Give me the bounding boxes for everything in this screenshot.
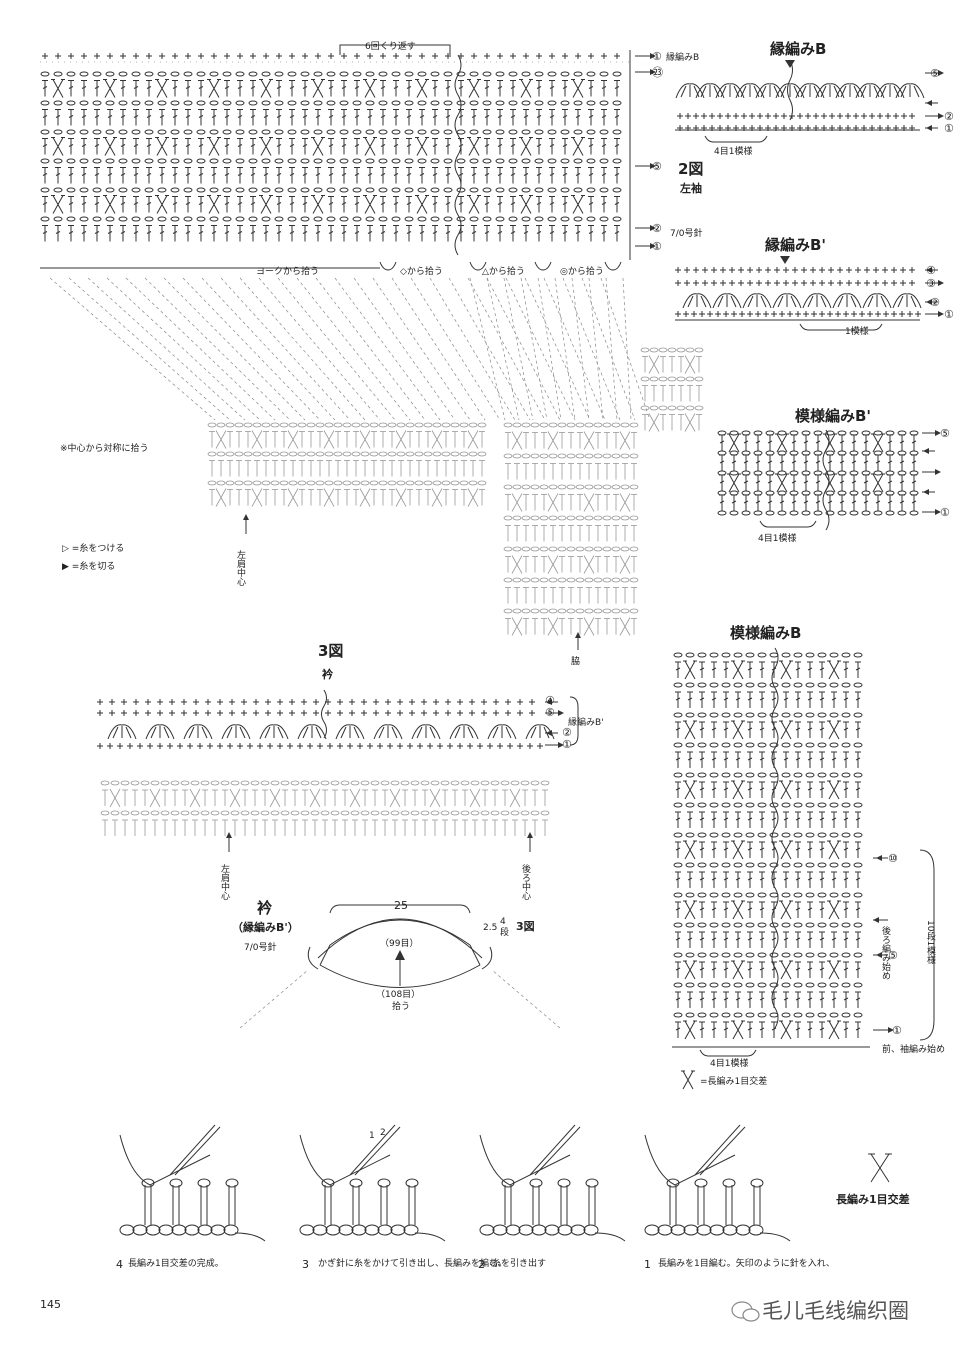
collar-pick: 拾う: [392, 1000, 410, 1012]
step1-num: 1: [644, 1258, 651, 1271]
collar-edge-label: 縁編みB': [568, 716, 604, 728]
wechat-icon: [731, 1301, 760, 1322]
step3-arrow1: 1: [369, 1131, 375, 1141]
edge-b-r1: ①: [944, 122, 954, 135]
pat-b-repeat-rows: 10段1模様: [925, 920, 936, 964]
center-note: ※中心から対称に拾う: [60, 442, 149, 454]
edge-b-chart: [675, 59, 944, 143]
collar-r5: ⑤: [545, 706, 555, 719]
collar-depth: 2.5: [483, 923, 497, 933]
left-shoulder-1: 左肩中心: [235, 549, 246, 586]
edge-b-prime-chart: [674, 256, 944, 331]
pick-triangle: △から拾う: [482, 265, 525, 277]
cut-note: ▶ =糸を切る: [62, 560, 115, 572]
step4-num: 4: [116, 1258, 123, 1271]
page-number: 145: [40, 1298, 61, 1311]
collar-fig-ref: 3図: [516, 919, 535, 933]
edge-bp-r4: ④: [926, 264, 936, 277]
pattern-b-chart: [672, 647, 935, 1090]
needle-size: 7/0号針: [670, 227, 703, 239]
pat-bp-r5: ⑤: [940, 427, 950, 440]
edge-b-r5: ⑤: [930, 67, 940, 80]
pattern-b-prime-title: 模様編みB': [795, 407, 871, 425]
pat-b-r5: ⑤: [888, 949, 898, 962]
collar-rows-unit: 段: [500, 926, 509, 938]
collar-r4: ④: [545, 694, 555, 707]
pat-b-front-start: 前、袖編み始め: [882, 1043, 945, 1055]
row23: ㉓: [652, 66, 663, 79]
repeat-label: 6回くり返す: [365, 40, 416, 52]
collar-r2: ②: [562, 726, 572, 739]
pattern-b-title: 模様編みB: [730, 624, 801, 642]
attach-note: ▷ =糸をつける: [62, 542, 124, 554]
watermark: 毛儿毛线编织圈: [762, 1299, 909, 1323]
top-chart: [40, 44, 656, 271]
collar-needle: 7/0号針: [244, 941, 277, 953]
side-label: 脇: [571, 656, 580, 667]
pick-diamond: ◇から拾う: [400, 265, 443, 277]
side-arrow: [575, 632, 581, 650]
fig3-sub: 衿: [322, 667, 333, 681]
row1-label: 縁編みB: [666, 51, 699, 63]
yoke-pickup-chart: [207, 347, 704, 636]
step3-text: かぎ針に糸をかけて引き出し、長編みを編む。: [318, 1257, 507, 1269]
row2: ②: [652, 222, 662, 235]
pat-b-repeat: 4目1模様: [710, 1057, 748, 1069]
collar-schematic: [239, 904, 561, 1029]
edge-b-title: 縁編みB: [770, 40, 826, 58]
step3-num: 3: [302, 1258, 309, 1271]
pat-b-r10: ⑩: [888, 852, 898, 865]
collar-chart: [96, 689, 579, 852]
pat-b-legend: =長編み1目交差: [700, 1075, 767, 1087]
collar-left-shoulder: 左肩中心: [219, 863, 230, 900]
pat-b-r1: ①: [892, 1024, 902, 1037]
pat-b-back-start: 後ろ編み始め: [880, 925, 891, 980]
row1b: ①: [652, 240, 662, 253]
collar-outer: （108目）: [376, 989, 420, 1000]
row5: ⑤: [652, 160, 662, 173]
collar-title: 衿: [257, 899, 272, 917]
edge-bp-r2: ②: [930, 296, 940, 309]
fig2-sub: 左袖: [679, 181, 702, 195]
pick-yoke: ヨークから拾う: [256, 265, 319, 277]
pattern-b-prime-chart: [717, 429, 941, 531]
collar-inner: （99目）: [380, 938, 418, 949]
step4-text: 長編み1目交差の完成。: [128, 1257, 224, 1269]
pat-bp-repeat: 4目1模様: [758, 532, 796, 544]
step3-arrow2: 2: [380, 1128, 386, 1138]
step2-num: 2: [478, 1258, 485, 1271]
collar-r1: ①: [562, 738, 572, 751]
collar-subtitle: （縁編みB'）: [232, 920, 299, 934]
edge-b-prime-title: 縁編みB': [765, 236, 826, 254]
pick-circle: ◎から拾う: [560, 265, 604, 277]
collar-width: 25: [394, 899, 408, 912]
row1-note: ①: [652, 50, 662, 63]
step-illustrations: [119, 1124, 791, 1242]
edge-bp-repeat: 1模様: [845, 325, 869, 337]
pickup-dashed-lines: [49, 277, 651, 421]
collar-rows-num: 4: [500, 917, 506, 927]
collar-back-center: 後ろ中心: [520, 863, 531, 900]
step2-text: 糸を引き出す: [492, 1257, 546, 1269]
step1-text: 長編みを1目編む。矢印のように針を入れ、: [658, 1257, 835, 1269]
edge-b-repeat: 4目1模様: [714, 145, 752, 157]
fig3-label: 3図: [318, 642, 343, 660]
steps-title: 長編み1目交差: [836, 1192, 910, 1206]
left-shoulder-arrow: [243, 514, 249, 534]
edge-bp-r1: ①: [944, 308, 954, 321]
edge-b-r2: ②: [944, 110, 954, 123]
pat-bp-r1: ①: [940, 506, 950, 519]
fig2-label: 2図: [678, 160, 703, 178]
big-cross-symbol: [868, 1153, 892, 1183]
edge-bp-r3: ③: [926, 277, 936, 290]
